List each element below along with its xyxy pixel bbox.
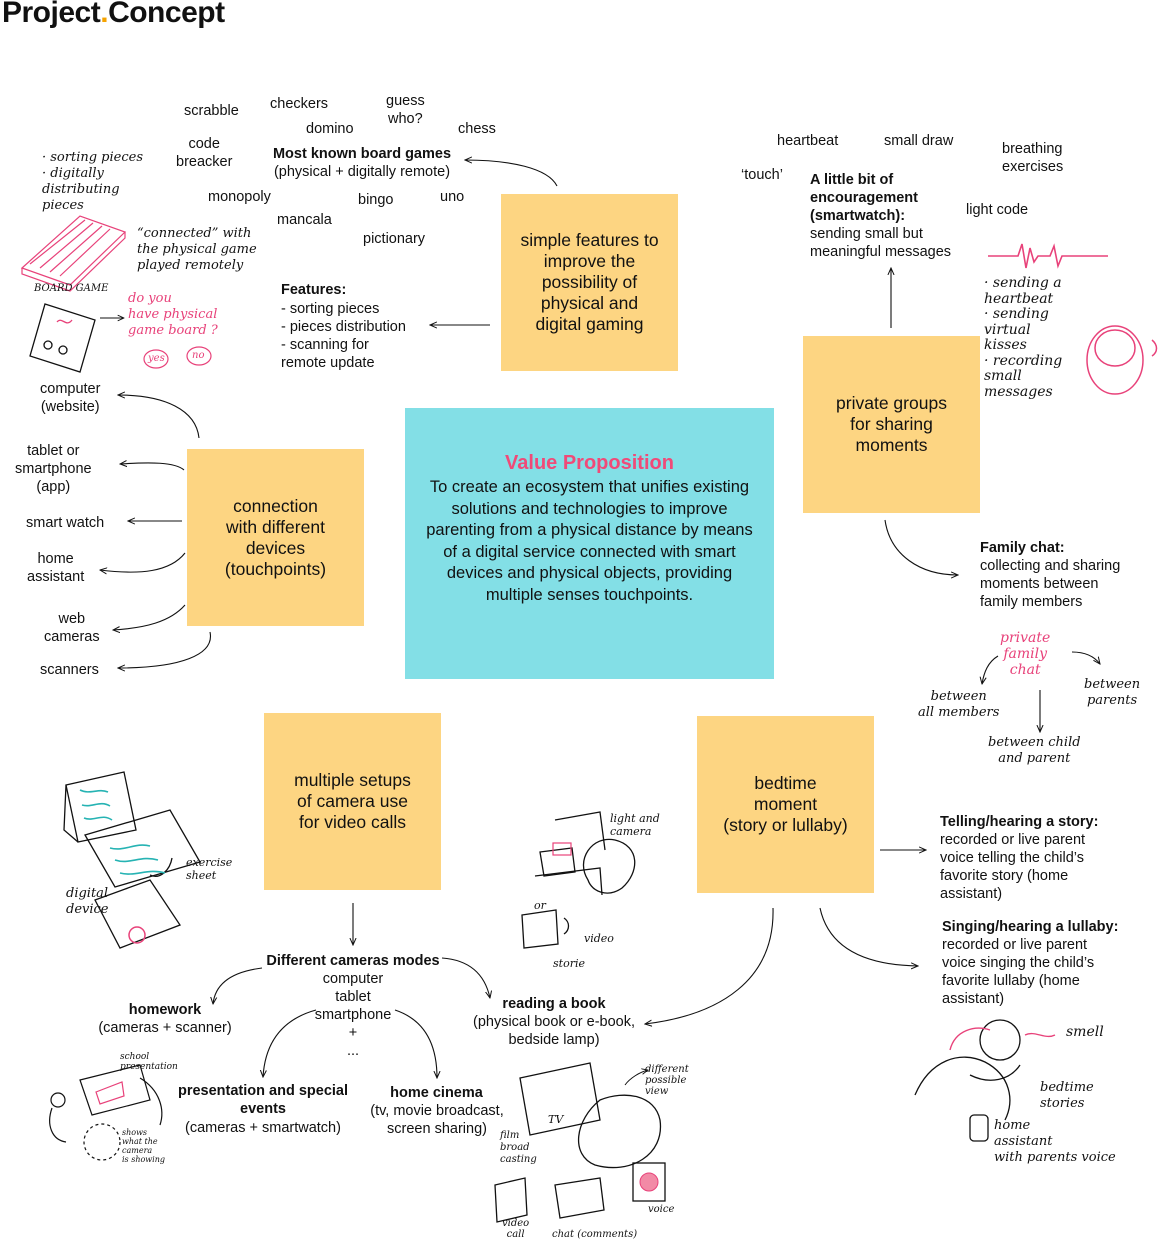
sketch-or: or [534, 899, 546, 912]
note-bedtime: bedtime moment (story or lullaby) [697, 716, 874, 893]
game-bingo: bingo [358, 192, 394, 208]
device-smart-watch: smart watch [26, 515, 105, 531]
enc-small-draw: small draw [884, 133, 954, 149]
enc-heartbeat: heartbeat [777, 133, 839, 149]
sketch-video-call: video call [502, 1218, 530, 1240]
sketch-between-parents: between parents [1084, 677, 1141, 708]
lullaby-text: recorded or live parent voice singing th… [942, 937, 1095, 1007]
game-pictionary: pictionary [363, 231, 426, 247]
encouragement-heading: A little bit of encouragement (smartwatc… [810, 172, 918, 224]
sketch-video: video [584, 932, 614, 945]
game-code-breaker: code breacker [176, 136, 233, 170]
sketch-light-camera: light and camera [610, 812, 660, 838]
value-proposition-heading: Value Proposition [505, 452, 674, 474]
sketch-connected-note: “connected” with the physical game playe… [137, 226, 257, 273]
presentation-text: (cameras + smartwatch) [185, 1120, 341, 1136]
enc-light-code: light code [966, 202, 1029, 218]
sketch-watch-notes: · sending a heartbeat · sending virtual … [984, 275, 1063, 400]
note-camera: multiple setups of camera use for video … [264, 713, 441, 890]
game-mancala: mancala [277, 212, 332, 228]
sketch-shows: shows what the camera is showing [122, 1128, 165, 1164]
features-list: - sorting pieces - pieces distribution -… [281, 301, 406, 371]
game-monopoly: monopoly [208, 189, 271, 205]
device-web-cameras: web cameras [44, 611, 100, 645]
presentation-heading: presentation and special events [177, 1083, 349, 1117]
sketch-bedtime-stories: bedtime stories [1040, 1080, 1094, 1111]
device-scanners: scanners [40, 662, 99, 678]
sketch-question: do you have physical game board ? [128, 291, 218, 338]
device-home-assistant: home assistant [27, 551, 85, 585]
sketch-storie: storie [553, 957, 585, 970]
value-proposition-box: Value Proposition To create an ecosystem… [405, 408, 774, 679]
camera-modes-heading: Different cameras modes [266, 953, 440, 969]
game-scrabble: scrabble [184, 103, 239, 119]
game-chess: chess [458, 121, 496, 137]
game-uno: uno [440, 189, 465, 205]
camera-modes-list: computer tablet smartphone + ... [314, 971, 392, 1059]
sketch-sorting-notes: · sorting pieces · digitally distributin… [42, 150, 144, 213]
sketch-voice: voice [648, 1204, 675, 1215]
sketch-different-view: different possible view [645, 1064, 689, 1097]
sketch-chat-comments: chat (comments) [552, 1229, 638, 1240]
game-domino: domino [306, 121, 354, 137]
lullaby-heading: Singing/hearing a lullaby: [942, 919, 1119, 935]
board-games-sub: (physical + digitally remote) [273, 164, 451, 180]
note-devices: connection with different devices (touch… [187, 449, 364, 626]
sketch-smell: smell [1066, 1024, 1104, 1040]
cinema-text: (tv, movie broadcast, screen sharing) [370, 1103, 504, 1137]
encouragement-text: sending small but meaningful messages [810, 226, 952, 260]
sketch-between-child: between child and parent [988, 735, 1081, 766]
enc-touch: ‘touch’ [741, 167, 783, 183]
game-checkers: checkers [270, 96, 329, 112]
reading-heading: reading a book [502, 996, 606, 1012]
sketch-home-assistant: home assistant with parents voice [994, 1118, 1116, 1165]
homework-heading: homework [128, 1002, 202, 1018]
sketch-board-game-label: BOARD GAME [34, 283, 109, 294]
note-gaming: simple features to improve the possibili… [501, 194, 678, 371]
sketch-private-family-chat: private family chat [1000, 630, 1051, 678]
sketch-no: no [192, 350, 205, 361]
sketch-exercise-sheet: exercise sheet [186, 856, 233, 882]
story-text: recorded or live parent voice telling th… [940, 832, 1086, 902]
note-private-groups: private groups for sharing moments [803, 336, 980, 513]
homework-text: (cameras + scanner) [98, 1020, 232, 1036]
sketch-between-all: between all members [918, 689, 1000, 720]
game-guess-who: guess who? [386, 93, 425, 127]
family-chat-text: collecting and sharing moments between f… [980, 558, 1121, 610]
page-title: Project.Concept [2, 0, 225, 29]
value-proposition-text: To create an ecosystem that unifies exis… [426, 478, 753, 604]
sketch-yes: yes [148, 353, 165, 364]
device-computer: computer (website) [40, 381, 101, 415]
board-games-heading: Most known board games [272, 146, 452, 162]
sketch-film-broadcasting: film broad casting [500, 1130, 537, 1165]
features-heading: Features: [281, 282, 347, 298]
cinema-heading: home cinema [390, 1085, 483, 1101]
enc-breathing: breathing exercises [1002, 141, 1064, 175]
story-heading: Telling/hearing a story: [940, 814, 1099, 830]
family-chat-heading: Family chat: [980, 540, 1065, 556]
device-tablet: tablet or smartphone (app) [15, 443, 92, 495]
reading-text: (physical book or e-book, bedside lamp) [473, 1014, 635, 1048]
sketch-school-presentation: school presentation [120, 1052, 178, 1072]
sketch-tv: TV [548, 1113, 564, 1126]
sketch-digital-device: digital device [66, 886, 109, 917]
